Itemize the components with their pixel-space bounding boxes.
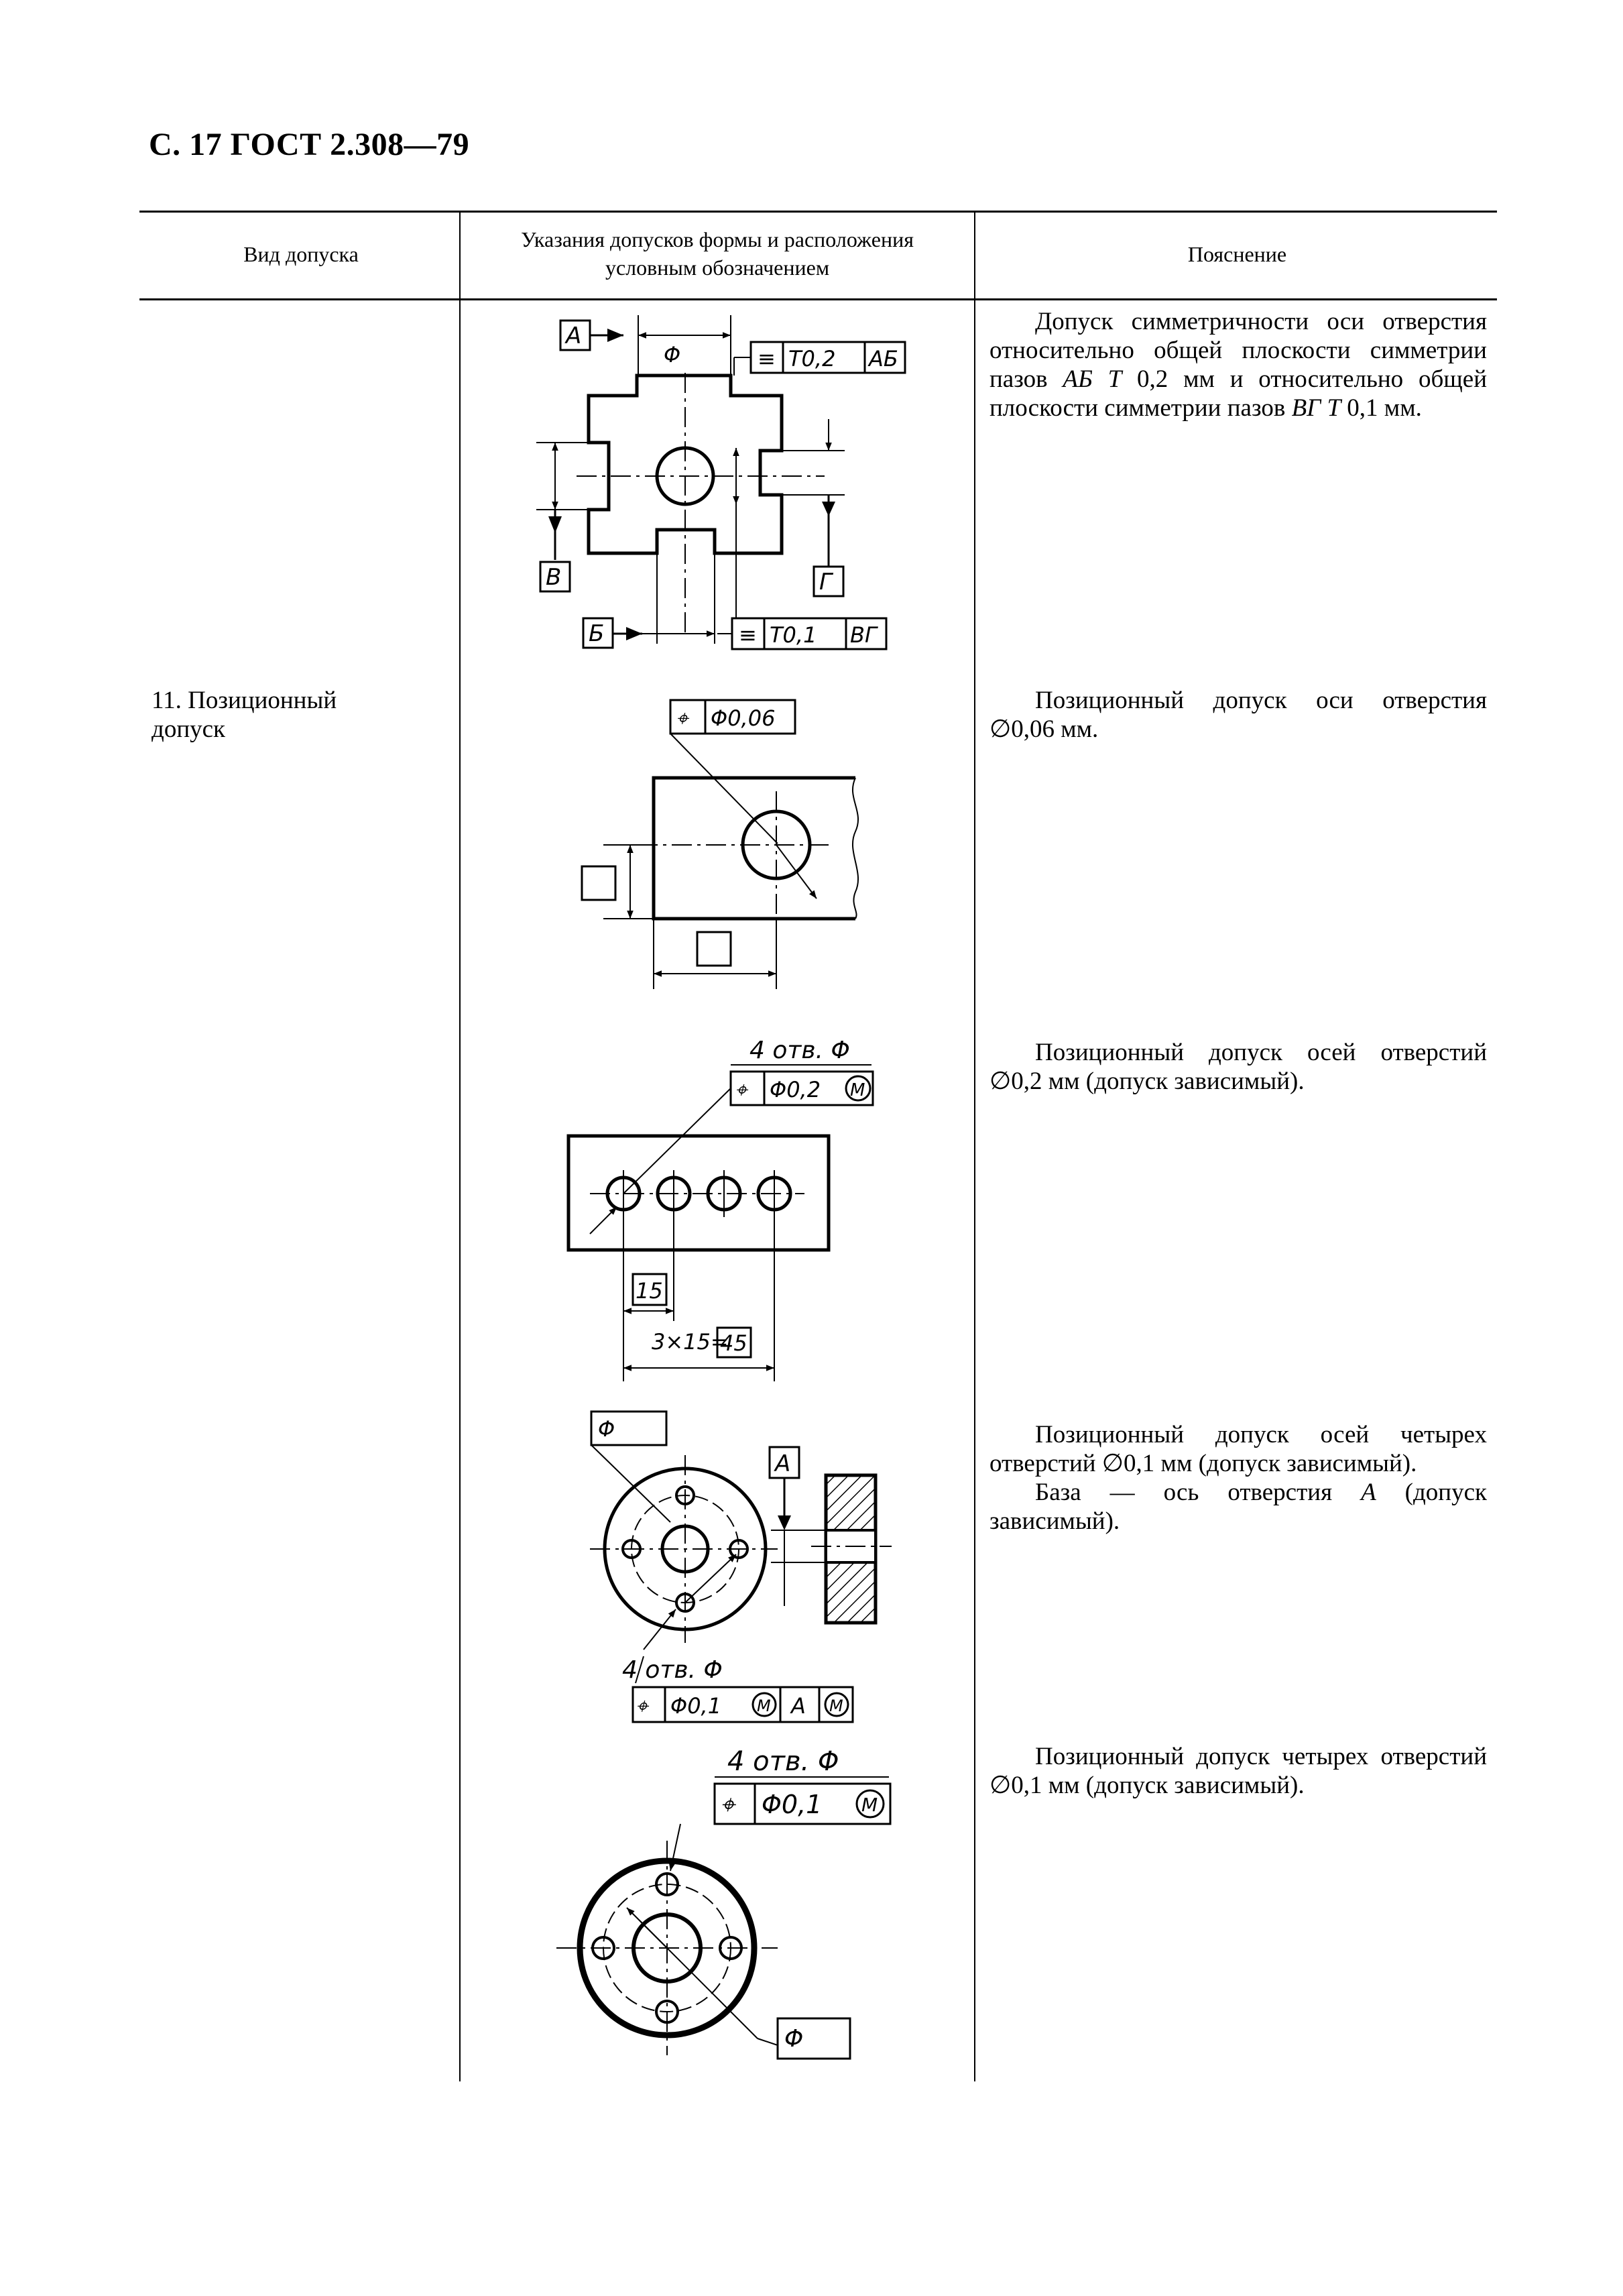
- phi-label: Φ: [664, 342, 680, 367]
- svg-text:Г: Г: [819, 569, 834, 595]
- tolerance-kind-label: 11. Позиционный допуск: [152, 686, 453, 744]
- svg-text:T0,2: T0,2: [788, 346, 835, 371]
- svg-text:Φ: Φ: [598, 1416, 615, 1442]
- phi-box-flange-2: [776, 2017, 851, 2060]
- svg-text:Б: Б: [589, 620, 604, 647]
- svg-text:15: 15: [636, 1278, 663, 1304]
- kind-line2: допуск: [152, 715, 226, 743]
- column-divider-2: [974, 211, 975, 2081]
- svg-text:А: А: [790, 1693, 806, 1719]
- svg-text:Φ0,2: Φ0,2: [770, 1077, 821, 1102]
- table-top-rule: [139, 211, 1497, 213]
- svg-text:M: M: [757, 1697, 771, 1715]
- basic-dim-15: [632, 1273, 668, 1306]
- basic-dim-box-horizontal: [696, 931, 732, 967]
- explanation-row-3: Позиционный допуск осей отверстий ∅0,2 м…: [989, 1039, 1487, 1095]
- svg-text:Φ0,06: Φ0,06: [711, 705, 775, 731]
- drawing-position-flange-four-holes: 4 отв. Φ ⌖ Φ0,1 M Φ: [556, 1746, 892, 2060]
- svg-text:⌖: ⌖: [735, 1077, 749, 1102]
- feature-frame-position-01: [713, 1782, 892, 1825]
- svg-text:M: M: [850, 1080, 865, 1100]
- feature-frame-position-01-datum: [632, 1686, 854, 1723]
- svg-text:⌖: ⌖: [636, 1693, 650, 1719]
- svg-text:≡: ≡: [739, 622, 757, 648]
- basic-dim-box-vertical: [581, 865, 617, 901]
- basic-dim-45: [716, 1326, 752, 1359]
- part-outline-plate: [652, 776, 855, 921]
- explanation-row-4: Позиционный допуск осей четырех отверсти…: [989, 1421, 1487, 1535]
- column-header-kind: Вид допуска: [243, 242, 359, 266]
- datum-label-a: А: [564, 323, 581, 349]
- column-header-explanation: Пояснение: [1187, 242, 1287, 266]
- svg-text:45: 45: [720, 1330, 747, 1356]
- phi-box-flange: [590, 1410, 668, 1446]
- svg-text:Φ: Φ: [784, 2025, 803, 2053]
- svg-text:Φ0,1: Φ0,1: [670, 1693, 721, 1719]
- column-header-indication-line2: условным обозначением: [605, 255, 830, 280]
- datum-box-g: [813, 565, 845, 597]
- svg-text:4 отв. Φ: 4 отв. Φ: [749, 1037, 850, 1064]
- svg-text:4 отв. Φ: 4 отв. Φ: [727, 1746, 839, 1777]
- svg-text:T0,1: T0,1: [770, 622, 817, 648]
- svg-text:Φ0,1: Φ0,1: [762, 1790, 822, 1819]
- svg-text:≡: ≡: [758, 346, 776, 371]
- column-header-indication: Указания допусков формы и расположения у…: [463, 225, 972, 282]
- svg-text:⌖: ⌖: [720, 1790, 737, 1819]
- svg-text:В: В: [546, 564, 561, 591]
- explanation-row-1: Допуск симметричности оси отверстия отно…: [989, 308, 1488, 422]
- svg-text:⌖: ⌖: [676, 705, 690, 731]
- drawing-position-single-hole: ⌖ Φ0,06: [581, 699, 859, 989]
- drawing-symmetry: А Φ ≡ T0,2 АБ В: [536, 315, 906, 650]
- datum-box-v: [539, 561, 571, 593]
- part-outline-bar: [566, 1134, 831, 1252]
- svg-text:3×15=: 3×15=: [652, 1329, 729, 1355]
- table-header-rule: [139, 298, 1497, 300]
- column-header-indication-line1: Указания допусков формы и расположения: [521, 227, 914, 251]
- page-header: С. 17 ГОСТ 2.308—79: [149, 127, 470, 162]
- explanation-row-2: Позиционный допуск оси отверстия ∅0,06 м…: [989, 687, 1487, 743]
- explanation-row-5: Позиционный допуск четырех отверстий ∅0,…: [989, 1743, 1487, 1799]
- svg-text:ВГ: ВГ: [850, 622, 878, 648]
- drawing-position-four-holes-row: 4 отв. Φ ⌖ Φ0,2 M 15 3×15= 45: [566, 1037, 874, 1381]
- kind-line1: 11. Позиционный: [152, 687, 337, 714]
- svg-text:АБ: АБ: [867, 346, 898, 371]
- column-divider-1: [459, 211, 461, 2081]
- svg-text:M: M: [861, 1794, 878, 1816]
- svg-text:А: А: [774, 1450, 790, 1477]
- svg-text:M: M: [829, 1697, 843, 1715]
- feature-frame-position-006: [669, 699, 796, 735]
- drawing-position-flange-datum: Φ 4 отв. Φ ⌖ Φ0,1 M А M А: [590, 1410, 892, 1723]
